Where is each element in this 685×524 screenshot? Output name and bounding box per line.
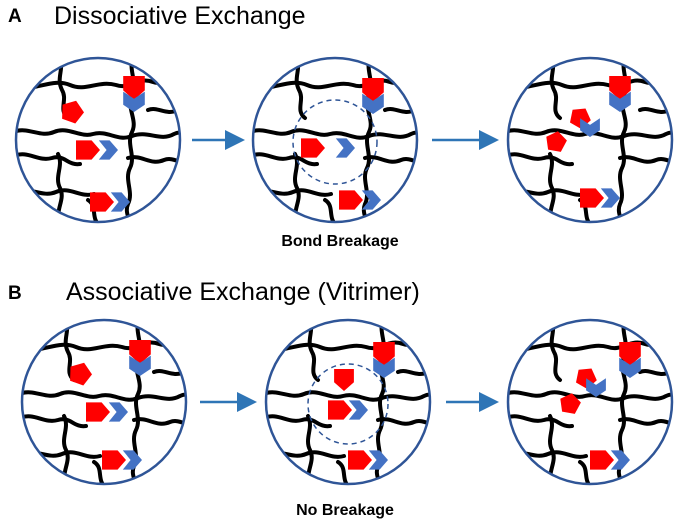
- a1-circle: [14, 56, 182, 224]
- bound-red-group: [609, 76, 631, 100]
- bound-red-group: [580, 188, 604, 208]
- polymer-chain: [508, 450, 588, 459]
- panel-a-title: Dissociative Exchange: [54, 2, 306, 30]
- bound-red-group: [362, 78, 384, 102]
- polymer-chain: [376, 417, 430, 427]
- bound-blue-group: [600, 188, 620, 208]
- polymer-chain: [323, 198, 339, 222]
- bound-red-group: [590, 450, 614, 470]
- bound-blue-group: [609, 91, 631, 112]
- bound-red-group: [90, 192, 114, 212]
- b1-clip-group: [22, 320, 186, 484]
- polymer-chain: [266, 414, 332, 429]
- bound-red-group: [86, 402, 110, 422]
- panel-b-title: Associative Exchange (Vitrimer): [66, 278, 420, 306]
- polymer-chain: [92, 460, 108, 484]
- blue-group: [335, 138, 355, 158]
- bound-blue-group: [373, 357, 395, 378]
- bound-red-group: [339, 190, 363, 210]
- polymer-chain: [618, 417, 672, 427]
- panel-b-caption: No Breakage: [296, 502, 394, 519]
- bound-red-group: [373, 342, 395, 366]
- bound-red-group: [102, 450, 126, 470]
- bound-blue-group: [98, 140, 118, 160]
- bound-blue-group: [110, 192, 130, 212]
- panel-b-letter: B: [8, 283, 22, 304]
- free-red-group: [560, 393, 581, 414]
- polymer-chain: [253, 128, 417, 140]
- polymer-chain: [363, 155, 417, 165]
- red-group: [334, 369, 354, 391]
- red-group: [328, 400, 352, 420]
- polymer-chain: [16, 152, 82, 167]
- b2-circle: [264, 318, 432, 486]
- bound-red-group: [619, 342, 641, 366]
- bound-blue-group: [610, 450, 630, 470]
- polymer-chain: [508, 188, 588, 197]
- bound-blue-group: [619, 357, 641, 378]
- bound-blue-group: [123, 91, 145, 112]
- polymer-chain: [22, 450, 102, 459]
- polymer-chain: [336, 460, 352, 484]
- free-red-group: [546, 131, 567, 152]
- blue-group: [580, 118, 600, 137]
- bound-red-group: [348, 450, 372, 470]
- b3-circle: [506, 318, 674, 486]
- b1-network: [22, 320, 186, 484]
- polymer-chain: [266, 390, 430, 402]
- polymer-chain: [22, 390, 186, 402]
- bound-blue-group: [108, 402, 128, 422]
- bound-red-group: [76, 140, 100, 160]
- polymer-chain: [126, 155, 180, 165]
- polymer-chain: [578, 460, 594, 484]
- polymer-chain: [22, 414, 88, 429]
- b3-clip-group: [508, 320, 672, 484]
- polymer-chain: [508, 390, 672, 402]
- polymer-chain: [16, 188, 96, 197]
- polymer-chain: [508, 128, 672, 140]
- panel-a-letter: A: [8, 6, 22, 27]
- polymer-chain: [266, 450, 346, 459]
- bound-blue-group: [368, 450, 388, 470]
- panel-a-caption: Bond Breakage: [281, 233, 399, 250]
- bound-blue-group: [129, 355, 151, 376]
- bound-blue-group: [361, 190, 381, 210]
- free-red-group: [70, 362, 92, 386]
- polymer-chain: [253, 152, 319, 167]
- dashed-exchange-circle: [307, 363, 389, 445]
- bound-red-group: [129, 340, 151, 364]
- a2-circle: [251, 56, 419, 224]
- polymer-chain: [618, 155, 672, 165]
- blue-group: [586, 378, 606, 397]
- polymer-chain: [508, 414, 574, 429]
- bound-blue-group: [122, 450, 142, 470]
- polymer-chain: [16, 128, 180, 140]
- polymer-chain: [132, 417, 186, 427]
- red-group: [301, 138, 325, 158]
- free-red-group: [62, 100, 84, 124]
- polymer-chain: [253, 188, 333, 197]
- blue-group: [348, 400, 368, 420]
- b1-circle: [20, 318, 188, 486]
- polymer-chain: [86, 198, 102, 222]
- a3-circle: [506, 56, 674, 224]
- b3-network: [508, 320, 672, 484]
- bound-blue-group: [362, 93, 384, 114]
- dashed-exchange-circle: [292, 99, 378, 185]
- bound-red-group: [123, 76, 145, 100]
- polymer-chain: [508, 152, 574, 167]
